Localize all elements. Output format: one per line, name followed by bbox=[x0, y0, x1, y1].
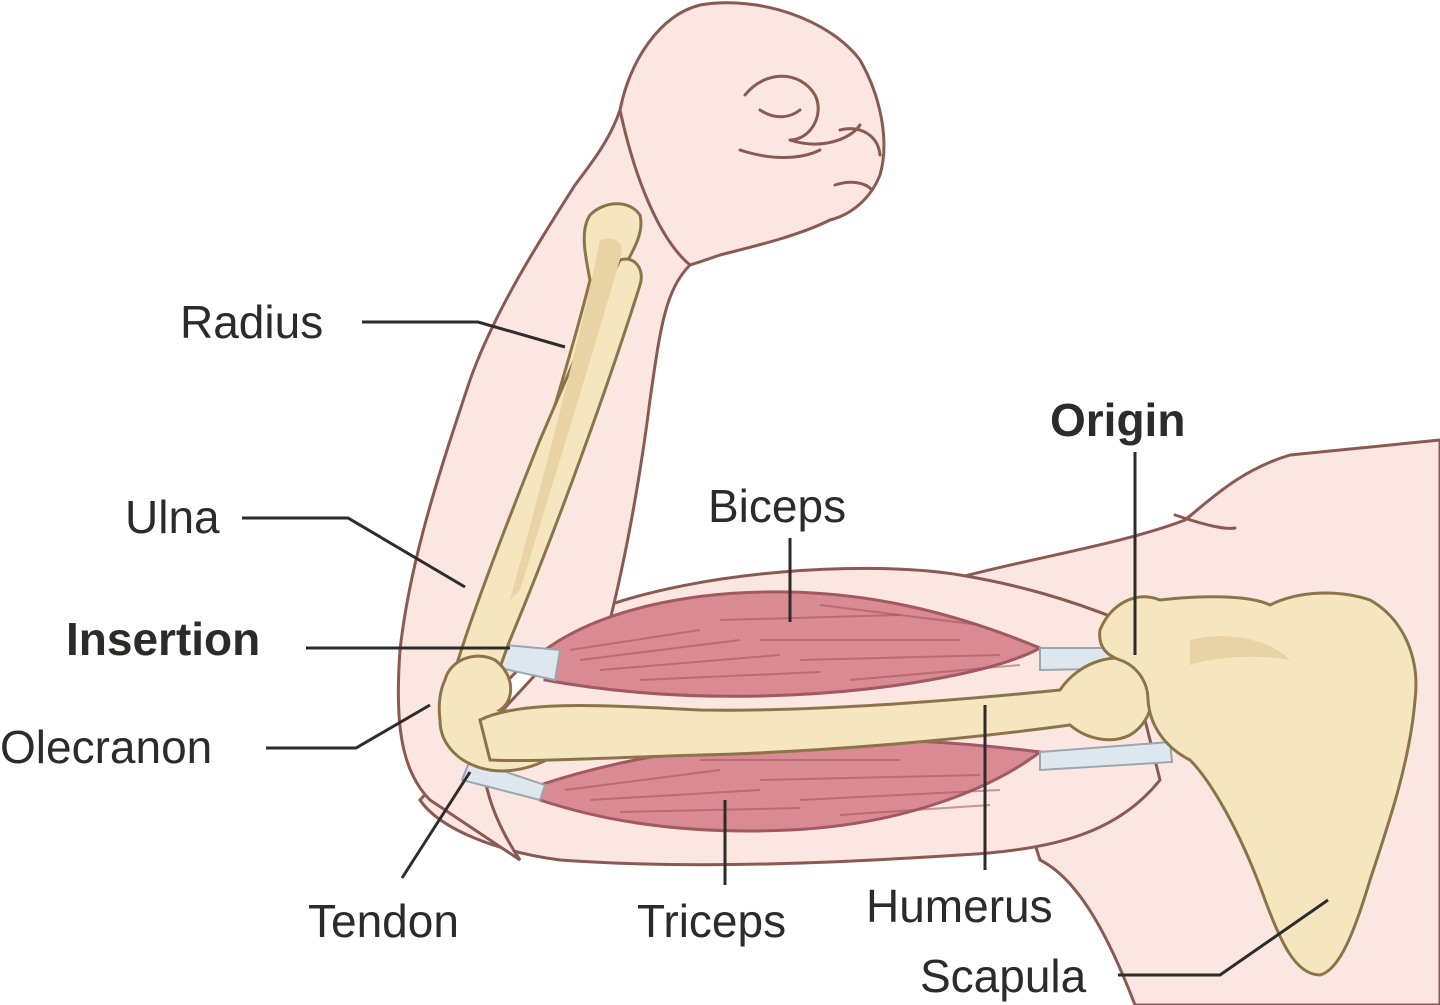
label-radius: Radius bbox=[180, 296, 323, 348]
label-ulna: Ulna bbox=[125, 491, 220, 543]
tendon-leader bbox=[400, 771, 472, 879]
fist-knuckle-lines bbox=[833, 127, 882, 192]
scapula-shade bbox=[1190, 636, 1290, 665]
triceps-fibers bbox=[564, 759, 1001, 816]
label-biceps: Biceps bbox=[708, 480, 846, 532]
label-insertion: Insertion bbox=[66, 613, 260, 665]
label-scapula: Scapula bbox=[920, 950, 1087, 1002]
scapula-leader bbox=[1118, 898, 1329, 977]
shoulder-fold bbox=[1173, 513, 1237, 530]
label-olecranon: Olecranon bbox=[0, 721, 212, 773]
label-humerus: Humerus bbox=[866, 880, 1053, 932]
biceps-fibers bbox=[569, 604, 1021, 681]
ulna-leader bbox=[242, 516, 466, 589]
fist-skin bbox=[618, 1, 886, 267]
label-tendon: Tendon bbox=[308, 895, 459, 947]
triceps-tendon bbox=[1039, 740, 1174, 772]
label-origin: Origin bbox=[1050, 394, 1185, 446]
olecranon-leader bbox=[266, 703, 431, 750]
scapula-bone bbox=[1098, 591, 1418, 977]
radius-shade bbox=[510, 238, 622, 600]
radius-leader bbox=[362, 320, 566, 349]
fist-finger-lines bbox=[738, 74, 862, 159]
label-triceps: Triceps bbox=[637, 895, 786, 947]
